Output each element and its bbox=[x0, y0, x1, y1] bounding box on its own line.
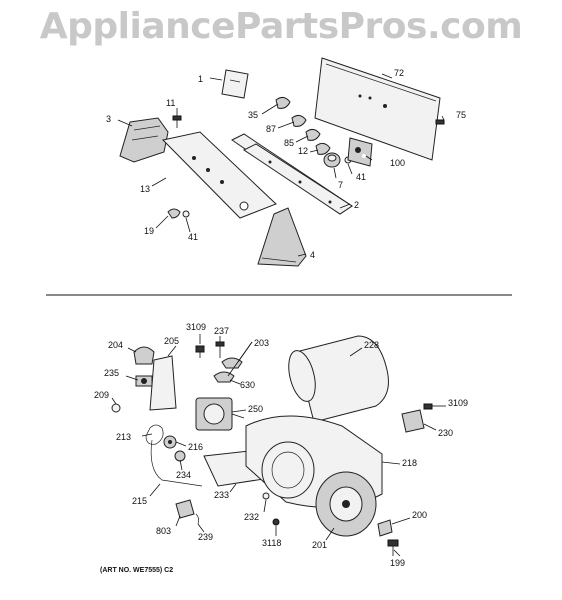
part-235-fitting bbox=[135, 375, 153, 387]
callout-19: 19 bbox=[144, 226, 154, 236]
callout-100: 100 bbox=[390, 158, 405, 168]
part-209-grommet bbox=[111, 403, 121, 413]
callout-3109-top: 3109 bbox=[186, 322, 206, 332]
part-1-wiring-card bbox=[221, 69, 249, 99]
part-216-pulley bbox=[163, 435, 177, 449]
callout-250: 250 bbox=[248, 404, 263, 414]
part-230-bracket bbox=[401, 409, 425, 433]
lower-leader-lines bbox=[111, 334, 446, 557]
part-85-knob bbox=[305, 128, 321, 141]
part-3118-screw bbox=[272, 518, 280, 526]
part-87-knob bbox=[291, 114, 307, 127]
callout-12: 12 bbox=[298, 146, 308, 156]
callout-803: 803 bbox=[156, 526, 171, 536]
part-215-belt bbox=[150, 439, 203, 487]
callout-87: 87 bbox=[266, 124, 276, 134]
part-3109-screw-top bbox=[195, 345, 205, 358]
part-100-switch bbox=[347, 137, 373, 167]
part-7-knob bbox=[323, 152, 341, 168]
part-199-screw bbox=[387, 539, 399, 556]
part-232-screw bbox=[262, 492, 270, 500]
callout-41: 41 bbox=[356, 172, 366, 182]
callout-13: 13 bbox=[140, 184, 150, 194]
callout-75: 75 bbox=[456, 110, 466, 120]
part-234-pulley bbox=[174, 450, 186, 462]
callout-3109-right: 3109 bbox=[448, 398, 468, 408]
art-number: (ART NO. WE7555) C2 bbox=[100, 567, 173, 574]
part-213-switch bbox=[145, 424, 164, 445]
callout-230: 230 bbox=[438, 428, 453, 438]
callout-235: 235 bbox=[104, 368, 119, 378]
part-4-end-cap bbox=[257, 207, 307, 267]
callout-234: 234 bbox=[176, 470, 191, 480]
callout-4: 4 bbox=[310, 250, 315, 260]
part-3-end-cap bbox=[119, 117, 169, 163]
callout-233: 233 bbox=[214, 490, 229, 500]
callout-216: 216 bbox=[188, 442, 203, 452]
part-803-switch bbox=[175, 499, 195, 519]
part-13-control-panel-front bbox=[162, 131, 277, 219]
watermark-logo: AppliancePartsPros.com bbox=[39, 6, 523, 47]
callout-11: 11 bbox=[166, 98, 175, 108]
part-35-knob bbox=[275, 96, 291, 109]
part-3109-screw-right bbox=[423, 403, 433, 410]
lower-callouts: 3109 237 204 205 203 228 235 630 209 250… bbox=[94, 322, 468, 568]
part-250-motor bbox=[195, 397, 245, 431]
callout-35: 35 bbox=[248, 110, 258, 120]
callout-3: 3 bbox=[106, 114, 111, 124]
callout-232: 232 bbox=[244, 512, 259, 522]
callout-204: 204 bbox=[108, 340, 123, 350]
callout-199: 199 bbox=[390, 558, 405, 568]
part-228-duct bbox=[288, 335, 389, 423]
part-12-knob bbox=[315, 142, 331, 155]
callout-1: 1 bbox=[198, 74, 203, 84]
callout-201: 201 bbox=[312, 540, 327, 550]
callout-239: 239 bbox=[198, 532, 213, 542]
part-2-panel-frame bbox=[231, 133, 353, 215]
callout-215: 215 bbox=[132, 496, 147, 506]
callout-72: 72 bbox=[394, 68, 404, 78]
callout-218: 218 bbox=[402, 458, 417, 468]
part-200-clip bbox=[377, 519, 393, 537]
callout-3118: 3118 bbox=[262, 538, 281, 548]
callout-630: 630 bbox=[240, 380, 255, 390]
part-205-bracket bbox=[149, 355, 177, 411]
part-41-clip-lower bbox=[182, 210, 190, 218]
callout-7: 7 bbox=[338, 180, 343, 190]
part-204-clamp bbox=[133, 346, 155, 365]
upper-callouts: 1 72 11 3 35 87 75 85 12 100 13 41 7 2 1… bbox=[106, 68, 466, 260]
callout-203: 203 bbox=[254, 338, 269, 348]
part-75-screw bbox=[435, 119, 445, 125]
upper-leader-lines bbox=[117, 73, 445, 257]
part-237-clip bbox=[215, 341, 225, 358]
callout-213: 213 bbox=[116, 432, 131, 442]
callout-85: 85 bbox=[284, 138, 294, 148]
callout-2: 2 bbox=[354, 200, 359, 210]
part-11-screw bbox=[172, 115, 182, 128]
callout-205: 205 bbox=[164, 336, 179, 346]
callout-237: 237 bbox=[214, 326, 229, 336]
callout-209: 209 bbox=[94, 390, 109, 400]
part-72-control-panel-rear bbox=[314, 57, 441, 161]
callout-228: 228 bbox=[364, 340, 379, 350]
callout-200: 200 bbox=[412, 510, 427, 520]
part-239-wire bbox=[195, 513, 200, 525]
part-19-clip bbox=[167, 208, 181, 219]
part-201-blower-wheel bbox=[315, 471, 377, 537]
callout-41-lower: 41 bbox=[188, 232, 198, 242]
